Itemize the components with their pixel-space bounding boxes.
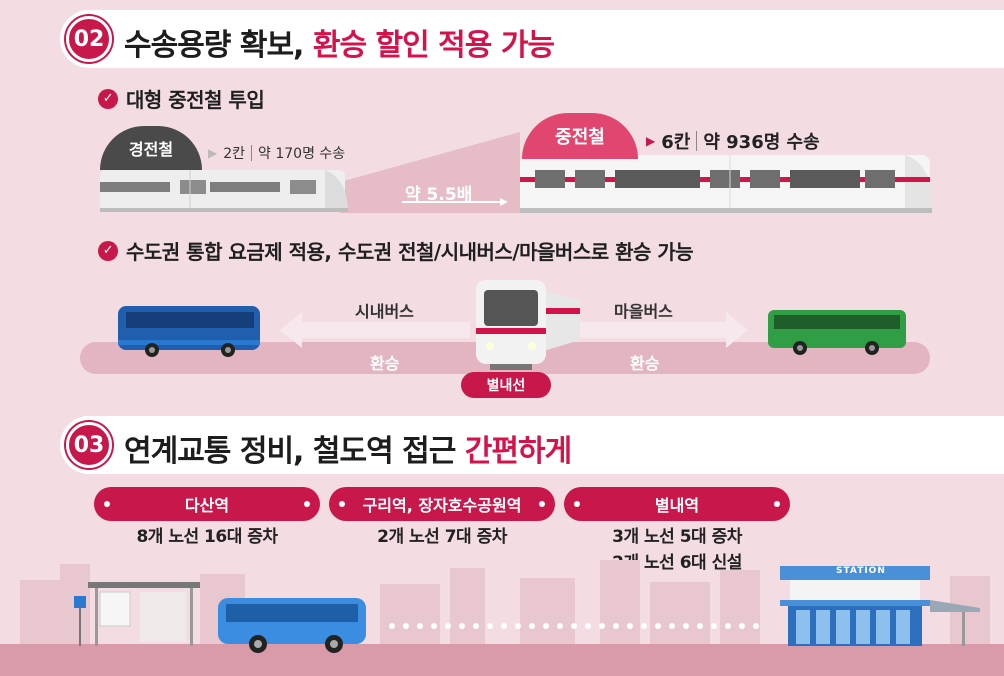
city-bus-label: 시내버스 — [355, 302, 414, 321]
station-detail-byeollae: 3개 노선 5대 증차 2개 노선 6대 신설 — [612, 527, 742, 573]
bullet-heavy-rail: ✓ 대형 중전철 투입 — [98, 84, 265, 113]
station-sign: STATION — [836, 566, 886, 576]
line-name-badge: 별내선 — [461, 372, 551, 398]
metro-train-icon — [476, 280, 580, 370]
ratio-label: 약 5.5배 — [405, 185, 473, 205]
city-illustration — [0, 560, 1004, 676]
light-rail-info: ▶ 2칸 약 170명 수송 — [208, 145, 346, 162]
village-bus-label: 마을버스 — [614, 302, 673, 321]
station-building-icon — [780, 566, 980, 646]
section-2-number: 02 — [66, 16, 112, 62]
right-arrow-icon — [558, 312, 748, 348]
heavy-rail-badge: 중전철 — [522, 113, 638, 159]
village-bus-icon — [768, 310, 906, 355]
city-bus-icon — [118, 306, 260, 357]
station-pill-byeollae: 별내역 — [564, 487, 790, 521]
ratio-wedge — [340, 132, 520, 213]
station-detail-guri: 2개 노선 7대 증차 — [377, 527, 507, 547]
bus-icon — [218, 598, 366, 653]
check-icon: ✓ — [98, 88, 118, 109]
section-3-title: 연계교통 정비, 철도역 접근 간편하게 — [124, 434, 572, 469]
station-pill-guri: 구리역, 장자호수공원역 — [329, 487, 555, 521]
check-icon: ✓ — [98, 240, 118, 261]
heavy-rail-info: ▶ 6칸 약 936명 수송 — [646, 131, 820, 153]
section-3-number: 03 — [66, 422, 112, 468]
train-comparison-illustration — [100, 132, 933, 213]
right-transfer-label: 환승 — [630, 354, 660, 373]
ground — [0, 644, 1004, 676]
station-detail-dasan: 8개 노선 16대 증차 — [136, 527, 278, 547]
bus-stop-icon — [74, 582, 200, 646]
dotted-path — [389, 623, 759, 629]
section-2-title: 수송용량 확보, 환승 할인 적용 가능 — [124, 28, 555, 63]
transfer-illustration — [80, 280, 930, 374]
bullet-transfer: ✓ 수도권 통합 요금제 적용, 수도권 전철/시내버스/마을버스로 환승 가능 — [98, 236, 694, 265]
section-2-header-band — [60, 10, 1004, 68]
left-transfer-label: 환승 — [370, 354, 400, 373]
triangle-right-icon: ▶ — [208, 146, 218, 160]
heavy-rail-train-icon — [520, 155, 933, 213]
light-rail-train-icon — [100, 170, 348, 212]
left-arrow-icon — [280, 312, 470, 348]
triangle-right-icon: ▶ — [646, 134, 656, 148]
section-3-header-band — [60, 416, 1004, 474]
station-pill-dasan: 다산역 — [94, 487, 320, 521]
